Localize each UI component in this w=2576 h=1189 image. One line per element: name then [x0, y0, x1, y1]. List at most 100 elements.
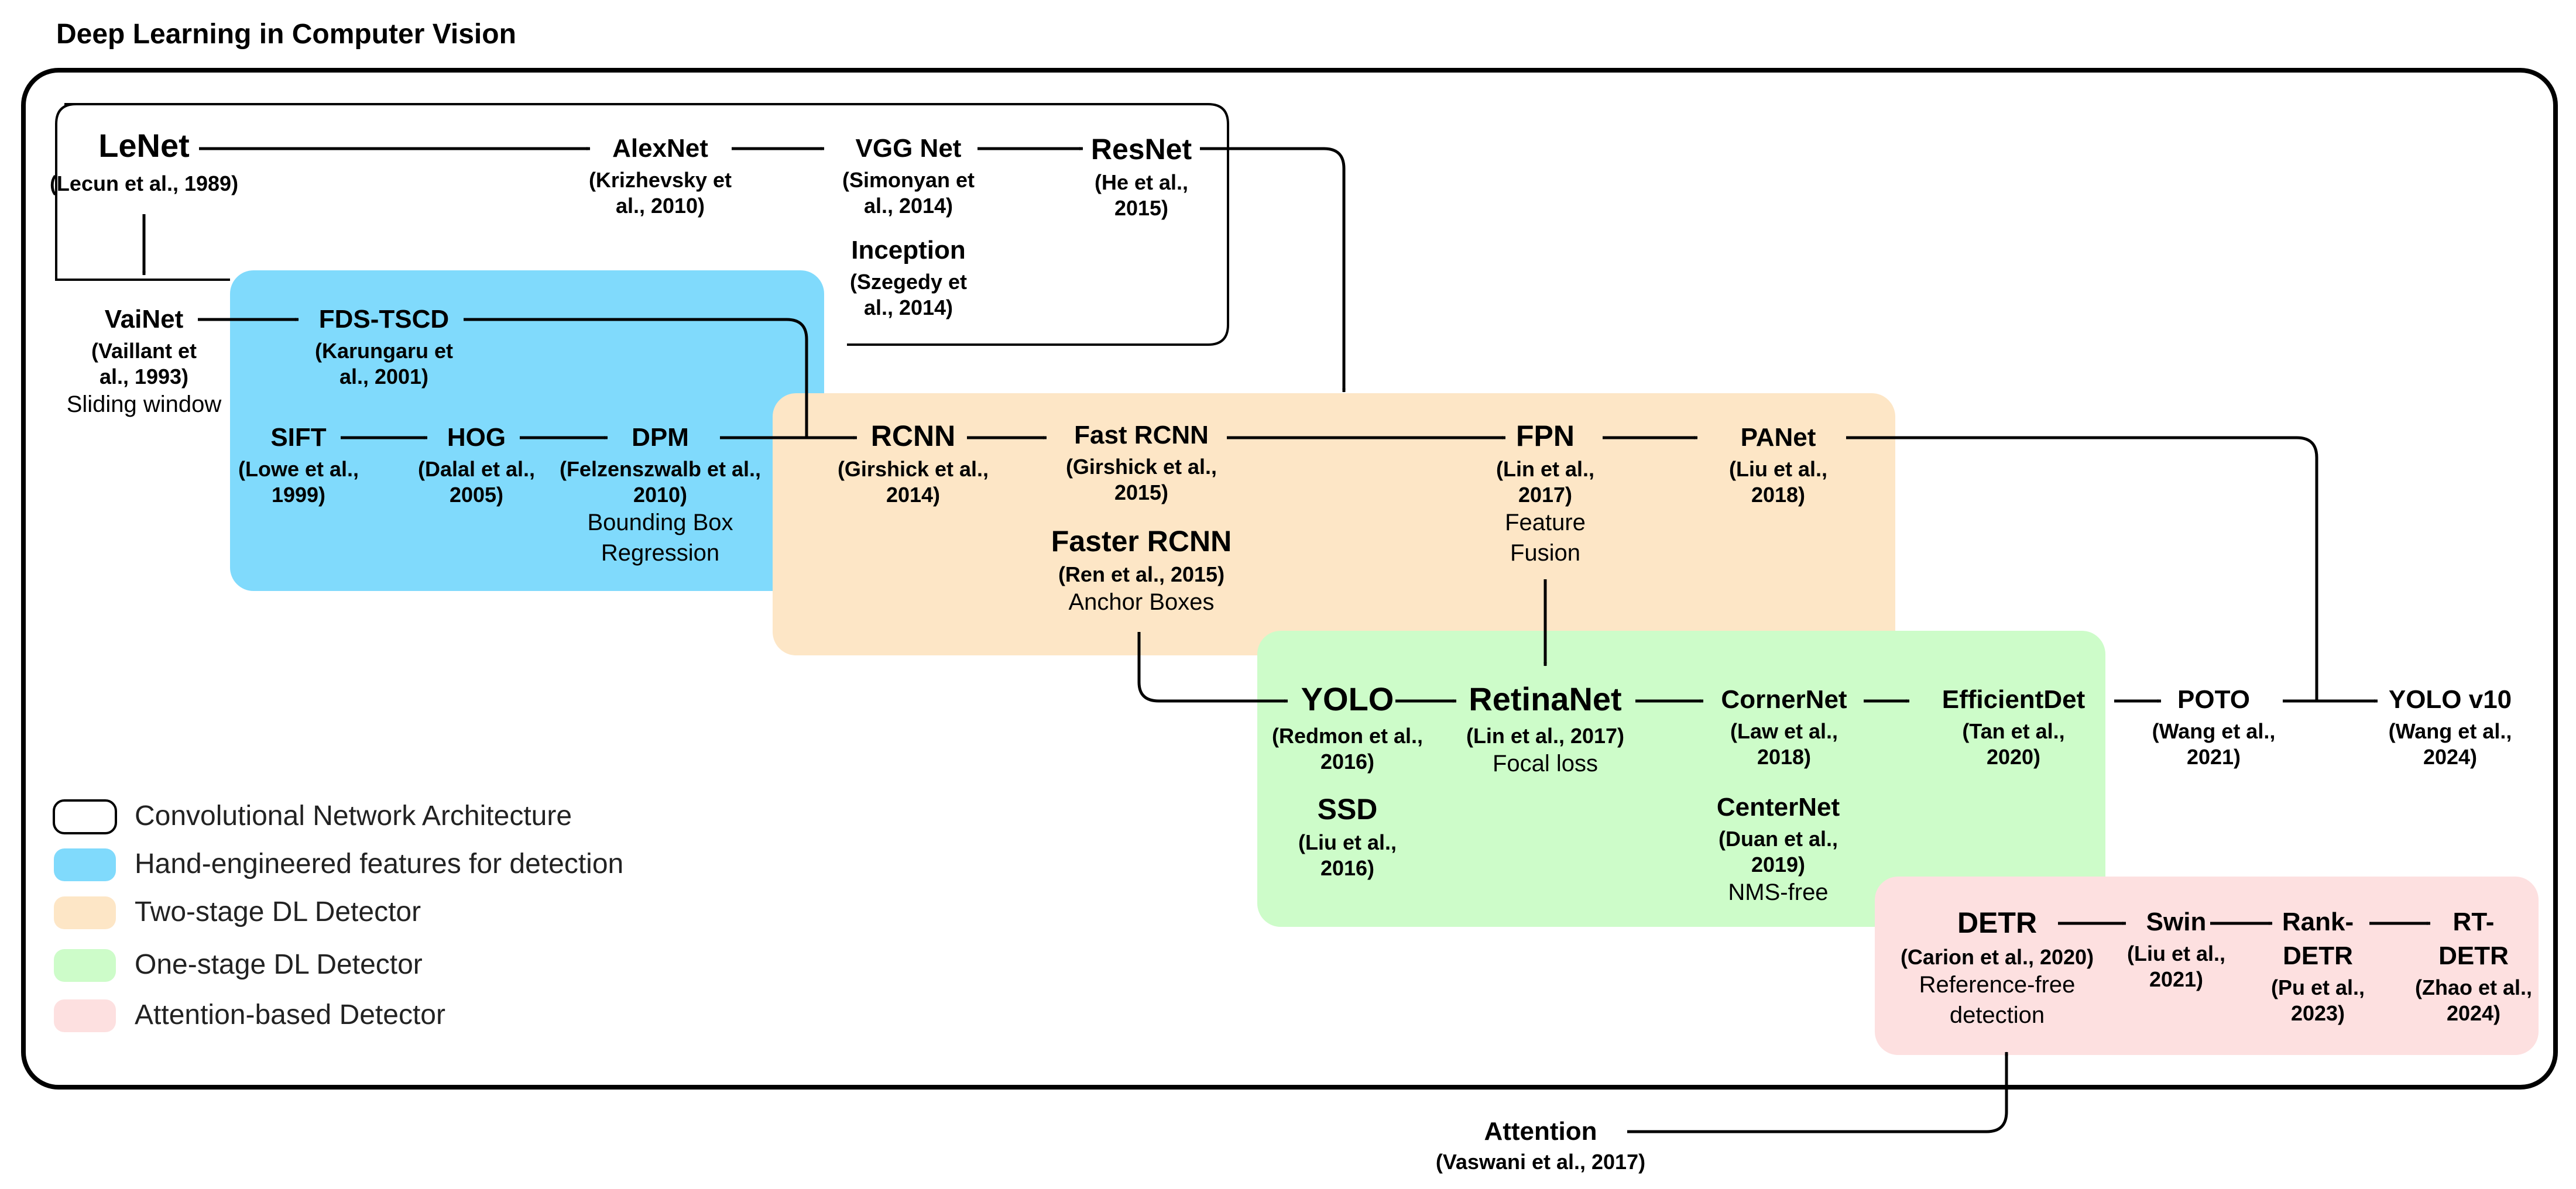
node-citation: 2021)	[2187, 745, 2241, 769]
legend-label: Attention-based Detector	[135, 999, 445, 1030]
node-retinanet: RetinaNet(Lin et al., 2017)Focal loss	[1466, 681, 1624, 776]
node-resnet: ResNet (He et al.,2015)	[1091, 133, 1192, 220]
node-name: SIFT	[270, 423, 326, 452]
node-citation: (Lin et al.,	[1496, 457, 1594, 481]
node-yolo: YOLO(Redmon et al.,2016)	[1272, 681, 1423, 774]
connector-arrows	[142, 147, 2431, 1133]
node-citation: (Law et al.,	[1730, 719, 1838, 743]
node-citation: (Dalal et al.,	[418, 457, 535, 481]
node-citation: (Felzenszwalb et al.,	[560, 457, 761, 481]
node-citation: (Simonyan et	[842, 168, 975, 192]
node-citation: (Krizhevsky et	[589, 168, 732, 192]
node-citation: al., 2010)	[616, 194, 705, 218]
legend-label: Hand-engineered features for detection	[135, 848, 623, 879]
node-name: CenterNet	[1717, 793, 1840, 822]
node-name: VGG Net	[856, 134, 962, 163]
region-one-stage	[1257, 631, 2105, 927]
node-fastrcnn: Fast RCNN(Girshick et al.,2015)	[1066, 421, 1217, 504]
node-citation: (Ren et al., 2015)	[1058, 562, 1224, 586]
node-name: Fast RCNN	[1074, 421, 1209, 449]
node-citation: (Lecun et al., 1989)	[50, 171, 238, 195]
node-name: LeNet	[98, 127, 190, 164]
node-sift: SIFT (Lowe et al.,1999)	[238, 423, 359, 507]
node-rcnn: RCNN(Girshick et al.,2014)	[838, 420, 989, 507]
node-name: ResNet	[1091, 133, 1192, 166]
node-yolov10: YOLO v10(Wang et al.,2024)	[2389, 685, 2512, 769]
node-citation: 2016)	[1320, 750, 1374, 774]
node-citation: 2018)	[1751, 483, 1805, 507]
node-citation: (Szegedy et	[850, 270, 967, 294]
node-name: VaiNet	[105, 305, 184, 334]
node-note: Regression	[601, 540, 719, 566]
legend-swatch	[54, 848, 116, 881]
node-citation: 1999)	[272, 483, 325, 507]
node-name: DPM	[632, 423, 689, 452]
node-citation: al., 2014)	[864, 194, 953, 218]
diagram-title: Deep Learning in Computer Vision	[56, 19, 516, 50]
node-name: RT-	[2453, 908, 2495, 936]
node-citation: 2010)	[633, 483, 687, 507]
node-citation: 2019)	[1751, 853, 1805, 877]
node-citation: 2015)	[1114, 196, 1168, 220]
node-citation: (He et al.,	[1095, 170, 1188, 194]
node-citation: (Vaillant et	[91, 339, 197, 363]
node-citation: 2005)	[450, 483, 503, 507]
node-citation: (Vaswani et al., 2017)	[1436, 1150, 1645, 1174]
node-citation: (Liu et al.,	[1729, 457, 1827, 481]
node-efficientdet: EfficientDet(Tan et al.,2020)	[1942, 685, 2086, 769]
legend-label: One-stage DL Detector	[135, 949, 423, 980]
node-citation: 2015)	[1114, 480, 1168, 504]
region-conv-architecture-left	[55, 103, 230, 281]
node-name: DETR	[1957, 906, 2037, 939]
node-name: RCNN	[871, 420, 955, 452]
node-name: PANet	[1741, 423, 1816, 452]
node-name: Faster RCNN	[1051, 525, 1232, 558]
node-citation: (Karungaru et	[315, 339, 453, 363]
node-name: POTO	[2177, 685, 2250, 714]
node-panet: PANet (Liu et al.,2018)	[1729, 423, 1827, 507]
node-fasterrcnn: Faster RCNN(Ren et al., 2015)Anchor Boxe…	[1051, 525, 1232, 615]
node-poto: POTO(Wang et al.,2021)	[2152, 685, 2276, 769]
node-note: Bounding Box	[587, 510, 733, 535]
node-name: FPN	[1516, 420, 1575, 452]
node-citation: (Girshick et al.,	[838, 457, 989, 481]
node-rtdetr: RT-DETR(Zhao et al.,2024)	[2415, 908, 2532, 1025]
node-citation: 2018)	[1757, 745, 1811, 769]
legend-swatch	[54, 999, 116, 1032]
legend: Convolutional Network ArchitectureHand-e…	[53, 799, 623, 1032]
node-rankdetr: Rank-DETR(Pu et al.,2023)	[2271, 908, 2365, 1025]
node-note: Reference-free	[1919, 972, 2076, 998]
node-citation: 2024)	[2423, 745, 2477, 769]
node-name: YOLO	[1301, 681, 1394, 717]
node-citation: (Lin et al., 2017)	[1466, 724, 1624, 748]
region-attention	[1875, 877, 2539, 1055]
node-citation: (Lowe et al.,	[238, 457, 359, 481]
node-note: Feature	[1505, 510, 1586, 535]
node-centernet: CenterNet(Duan et al.,2019)NMS-free	[1717, 793, 1840, 905]
node-name: Inception	[851, 236, 966, 264]
node-note: detection	[1950, 1002, 2045, 1028]
node-citation: (Liu et al.,	[1298, 830, 1397, 854]
node-citation: (Duan et al.,	[1719, 827, 1838, 851]
legend-swatch	[54, 896, 116, 929]
node-name: DETR	[2283, 941, 2353, 970]
node-citation: 2016)	[1320, 856, 1374, 880]
legend-label: Convolutional Network Architecture	[135, 800, 572, 831]
region-conv-architecture	[64, 103, 1229, 346]
node-citation: (Carion et al., 2020)	[1901, 945, 2094, 969]
node-name: Attention	[1484, 1117, 1597, 1146]
node-cornernet: CornerNet(Law et al.,2018)	[1721, 685, 1847, 769]
node-name: FDS-TSCD	[319, 305, 449, 334]
node-name: DETR	[2438, 941, 2509, 970]
legend-swatch	[53, 799, 117, 834]
node-detr: DETR (Carion et al., 2020) Reference-free d…	[1901, 906, 2094, 1028]
arrow-panet-yolov10	[1846, 436, 2318, 701]
node-citation: (Zhao et al.,	[2415, 975, 2532, 999]
